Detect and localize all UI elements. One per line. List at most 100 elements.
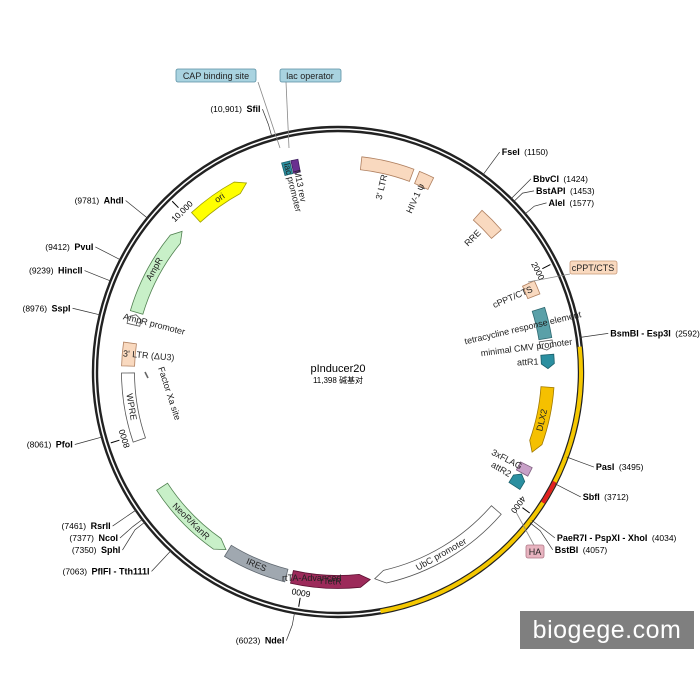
site-bstapi-pos: (1453) — [570, 186, 595, 196]
svg-text:CAP binding site: CAP binding site — [183, 71, 249, 81]
site-sspi-leader — [72, 307, 101, 316]
feature-neor-kanr-label: NeoR/KanR — [170, 501, 212, 542]
site-ahdi-name: AhdI — [104, 195, 124, 205]
site-sphi-name: SphI — [101, 545, 121, 555]
feature-ampr-promoter — [126, 314, 142, 327]
site-sspi: (8976) SspI — [22, 298, 70, 315]
feature-ori — [190, 181, 248, 223]
site-ahdi-leader — [125, 200, 149, 219]
site-ndei-leader — [286, 612, 295, 641]
site-bstbi-leader — [529, 522, 554, 551]
cap-binding-site-label: CAP binding site — [175, 68, 281, 149]
site-sspi-pos: (8976) — [22, 303, 47, 313]
site-sfii-name: SfiI — [246, 104, 260, 114]
site-sbfi-leader — [554, 483, 581, 498]
tick-6000 — [298, 597, 301, 607]
site-bsmbi-esp3i-name: BsmBI - Esp3I — [610, 328, 671, 338]
site-fsei-pos: (1150) — [524, 147, 548, 157]
site-pvui-pos: (9412) — [45, 242, 70, 252]
feature-3-ltr-u3 — [121, 341, 137, 367]
site-hincii-leader — [84, 270, 112, 282]
feature-wpre — [121, 372, 146, 443]
site-pasi-pos: (3495) — [619, 462, 644, 472]
site-alei-pos: (1577) — [570, 198, 595, 208]
site-sphi: (7350) SphI — [72, 540, 121, 557]
feature-lac-promoter — [281, 160, 294, 177]
tick-8000 — [110, 439, 120, 444]
tick-10000 — [171, 200, 179, 209]
svg-text:cPPT/CTS: cPPT/CTS — [572, 263, 615, 273]
feature-rre-label: RRE — [462, 228, 483, 248]
site-pflfi-tth111i-name: PflFI - Tth111I — [92, 566, 150, 576]
site-ncoi: (7377) NcoI — [69, 528, 118, 545]
feature-minimal-cmv-promoter-label: minimal CMV promoter — [480, 337, 573, 359]
site-ncoi-leader — [119, 518, 144, 539]
svg-text:HA: HA — [529, 547, 542, 557]
site-fsei-leader — [482, 151, 500, 176]
site-sbfi-name: SbfI — [583, 492, 600, 502]
tick-2000 — [542, 264, 551, 270]
site-pfoi-leader — [74, 436, 103, 445]
site-bstbi-pos: (4057) — [583, 545, 608, 555]
cppt-cts-label: cPPT/CTS — [527, 260, 618, 283]
site-alei-name: AleI — [549, 198, 566, 208]
feature-m13-rev — [290, 158, 301, 174]
feature-attr2 — [508, 473, 526, 491]
feature-3-ltr — [359, 156, 415, 182]
tick-4000 — [522, 507, 531, 514]
site-sbfi: SbfI (3712) — [583, 487, 629, 504]
site-pfoi: (8061) PfoI — [27, 434, 73, 451]
feature-rtetr-label: rTetR — [320, 576, 342, 587]
feature-ubc-promoter-label: UbC promoter — [414, 536, 468, 573]
site-fsei-name: FseI — [502, 147, 520, 157]
site-bsmbi-esp3i-leader — [579, 333, 609, 338]
rtta-advanced-label: rtTA-Advanced — [282, 573, 341, 583]
feature-rtetr — [290, 570, 371, 589]
site-hincii-name: HincII — [58, 266, 83, 276]
site-pflfi-tth111i-pos: (7063) — [62, 566, 87, 576]
site-sfii: (10,901) SfiI — [210, 99, 260, 116]
site-bstapi-name: BstAPI — [536, 186, 566, 196]
site-sspi-name: SspI — [52, 303, 71, 313]
feature-ubc-promoter — [373, 505, 502, 584]
feature-3-ltr-label: 3' LTR — [374, 173, 390, 201]
site-alei-leader — [524, 202, 547, 215]
site-pflfi-tth111i-leader — [151, 549, 172, 572]
site-fsei: FseI (1150) — [502, 142, 549, 159]
lac-operator-label: lac operator — [279, 68, 342, 149]
site-pasi-name: PasI — [596, 462, 615, 472]
site-bstbi: BstBI (4057) — [555, 540, 608, 557]
site-sbfi-pos: (3712) — [604, 492, 629, 502]
feature-minimal-cmv-promoter — [538, 339, 554, 351]
feature-tetracycline-response-element — [531, 306, 553, 341]
feature-3xflag — [515, 461, 533, 477]
site-bstbi-name: BstBI — [555, 545, 579, 555]
watermark: biogege.com — [520, 611, 694, 649]
svg-text:lac operator: lac operator — [286, 71, 334, 81]
site-bsmbi-esp3i: BsmBI - Esp3I (2592) — [610, 323, 700, 340]
site-bstapi: BstAPI (1453) — [536, 181, 595, 198]
site-rsrii-pos: (7461) — [62, 521, 87, 531]
site-bbvci: BbvCI (1424) — [533, 169, 588, 186]
site-ncoi-pos: (7377) — [69, 533, 94, 543]
tick-label-6000: 6000 — [291, 586, 312, 599]
plasmid-name: pInducer20 — [310, 363, 365, 375]
feature-hiv-1 — [414, 170, 435, 190]
feature-neor-kanr — [156, 482, 227, 551]
feature-rre — [472, 209, 502, 239]
site-bbvci-leader — [510, 178, 532, 200]
site-bbvci-name: BbvCI — [533, 174, 559, 184]
site-rsrii: (7461) RsrII — [62, 516, 111, 533]
site-pfoi-pos: (8061) — [27, 439, 52, 449]
feature-cppt-cts — [521, 280, 541, 300]
plasmid-size: 11,398 碱基对 — [313, 375, 363, 385]
site-pfoi-name: PfoI — [56, 439, 73, 449]
site-ncoi-name: NcoI — [98, 533, 118, 543]
site-pvui-name: PvuI — [74, 242, 93, 252]
site-paer7i-pspxi-xhoi-leader — [531, 519, 556, 539]
site-rsrii-name: RsrII — [91, 521, 111, 531]
ha-highlight-arc — [541, 480, 557, 504]
site-pvui-leader — [95, 246, 122, 261]
insert-highlight-arc — [380, 346, 583, 614]
site-ndei-name: NdeI — [265, 636, 285, 646]
